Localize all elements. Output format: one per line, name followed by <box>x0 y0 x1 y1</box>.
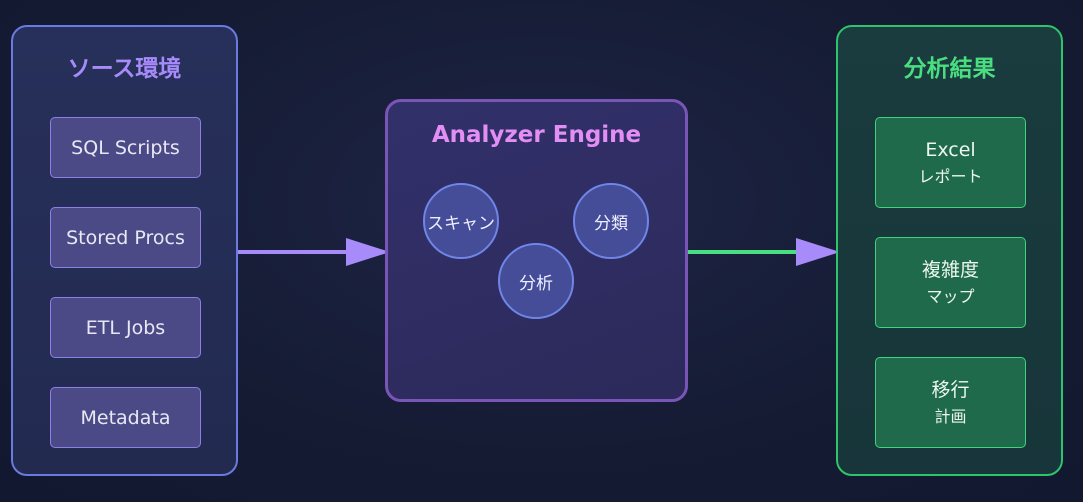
source-item-sql-scripts[interactable]: SQL Scripts <box>50 117 201 178</box>
engine-node-analyze[interactable]: 分析 <box>498 243 574 319</box>
analysis-results-title: 分析結果 <box>903 56 996 82</box>
source-item-stored-procs[interactable]: Stored Procs <box>50 207 201 268</box>
result-item-migration-plan-line1: 移行 <box>931 379 970 402</box>
result-item-complexity-map-line2: マップ <box>926 286 975 306</box>
analyzer-engine-panel: Analyzer Engine スキャン 分類 分析 <box>385 99 688 402</box>
analysis-results-panel: 分析結果 Excel レポート 複雑度 マップ 移行 計画 <box>836 25 1063 476</box>
arrow-source-to-engine-head <box>346 238 390 266</box>
engine-node-scan[interactable]: スキャン <box>423 183 499 259</box>
result-item-migration-plan[interactable]: 移行 計画 <box>875 357 1026 448</box>
source-item-metadata[interactable]: Metadata <box>50 387 201 448</box>
result-item-complexity-map-line1: 複雑度 <box>921 259 979 282</box>
source-item-etl-jobs[interactable]: ETL Jobs <box>50 297 201 358</box>
engine-node-classify[interactable]: 分類 <box>573 183 649 259</box>
source-environment-panel: ソース環境 SQL Scripts Stored Procs ETL Jobs … <box>11 25 238 476</box>
source-environment-title: ソース環境 <box>67 56 182 82</box>
arrow-engine-to-result-head <box>796 238 840 266</box>
result-item-excel-report[interactable]: Excel レポート <box>875 117 1026 208</box>
result-item-excel-report-line2: レポート <box>918 166 983 186</box>
result-item-migration-plan-line2: 計画 <box>934 406 967 426</box>
analyzer-engine-title: Analyzer Engine <box>431 122 642 148</box>
result-item-excel-report-line1: Excel <box>925 139 976 162</box>
result-item-complexity-map[interactable]: 複雑度 マップ <box>875 237 1026 328</box>
